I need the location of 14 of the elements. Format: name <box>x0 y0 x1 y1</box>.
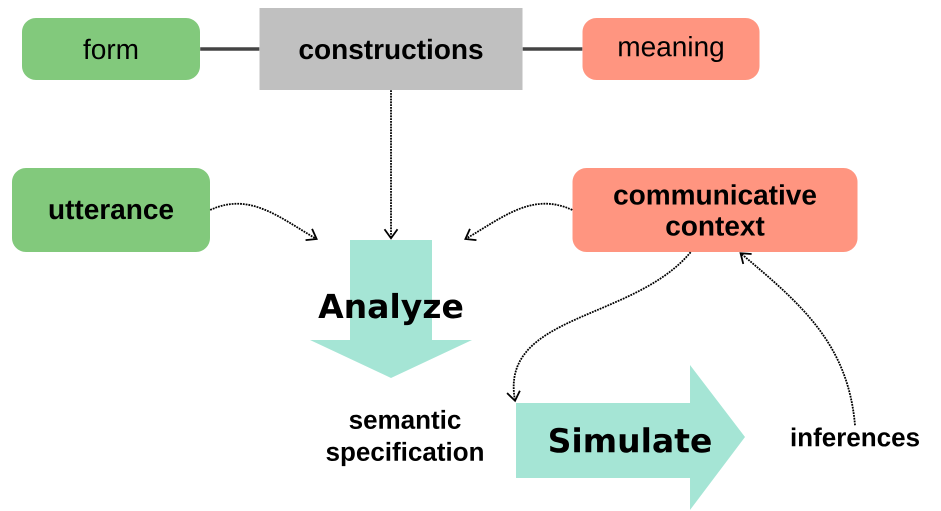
dotted-arrow <box>739 252 856 426</box>
connector-line <box>522 47 582 51</box>
dotted-arrow <box>464 202 573 242</box>
meaning-box: meaning <box>582 18 760 80</box>
connector-line <box>200 47 260 51</box>
form-box: form <box>22 18 200 80</box>
dotted-arrow <box>506 252 692 402</box>
context-box: communicative context <box>572 168 858 252</box>
output-text: semantic specification <box>326 410 483 466</box>
dotted-arrow <box>384 90 398 240</box>
output-text: inferences <box>792 427 919 447</box>
utterance-box: utterance <box>12 168 210 252</box>
constructions-box: constructions <box>260 8 522 90</box>
dotted-arrow <box>210 202 318 242</box>
